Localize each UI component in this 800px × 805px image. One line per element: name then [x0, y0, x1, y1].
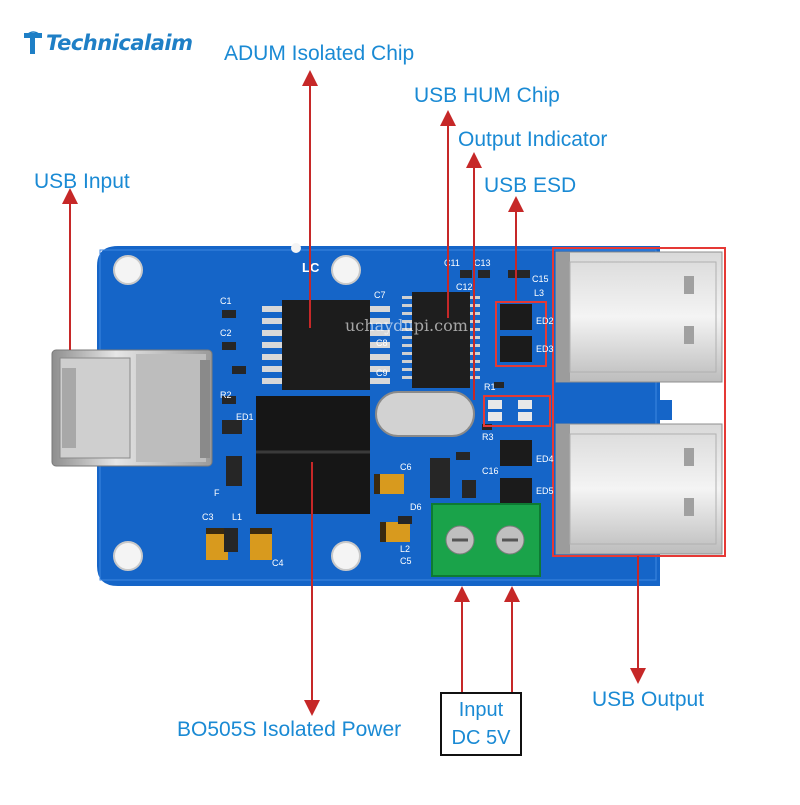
label-usb-input: USB Input	[34, 170, 130, 193]
label-input-dc: Input DC 5V	[440, 692, 522, 756]
silk-d6: D6	[410, 502, 422, 512]
esd-chip	[500, 304, 532, 504]
silk-r3: R3	[482, 432, 494, 442]
mounting-hole	[113, 541, 143, 571]
usb-a-connector-top	[555, 251, 723, 383]
mounting-hole	[291, 243, 301, 253]
silk-c4: C4	[272, 558, 284, 568]
silk-l1: L1	[232, 512, 242, 522]
label-adum-chip: ADUM Isolated Chip	[224, 42, 415, 65]
silk-c3: C3	[202, 512, 214, 522]
label-input-line1: Input	[458, 699, 504, 721]
mounting-hole	[113, 255, 143, 285]
label-usb-esd: USB ESD	[484, 174, 577, 197]
usb-b-connector	[51, 349, 213, 467]
crystal-oscillator	[375, 391, 475, 437]
silk-r1: R1	[484, 382, 496, 392]
silk-ed2: ED2	[536, 316, 554, 326]
label-input-line2: DC 5V	[451, 727, 511, 749]
silk-c16: C16	[482, 466, 499, 476]
silk-l3: L3	[534, 288, 544, 298]
silk-c1: C1	[220, 296, 232, 306]
smd-components	[222, 270, 530, 552]
label-usb-hub-chip: USB HUM Chip	[414, 84, 560, 107]
silk-c11: C11	[444, 258, 460, 268]
callout-arrows	[62, 70, 646, 716]
silk-c6: C6	[400, 462, 412, 472]
esd-highlight-box	[495, 301, 547, 367]
mounting-hole	[331, 255, 361, 285]
label-output-indicator: Output Indicator	[458, 128, 608, 151]
silk-ed1: ED1	[236, 412, 254, 422]
silk-c8: C8	[376, 338, 388, 348]
t-logo-icon	[24, 31, 42, 54]
silk-c15: C15	[532, 274, 549, 284]
dc-screw-terminal	[431, 503, 541, 577]
silk-c5: C5	[400, 556, 412, 566]
indicator-highlight-box	[483, 395, 551, 427]
logo-text: Technicalaim	[46, 31, 193, 55]
watermark-url: uchaydupi.com	[345, 316, 468, 335]
silk-c7: C7	[374, 290, 386, 300]
silk-ed4: ED4	[536, 454, 554, 464]
mounting-hole	[331, 541, 361, 571]
silk-c2: C2	[220, 328, 232, 338]
silk-ed5: ED5	[536, 486, 554, 496]
usb-a-connector-bottom	[555, 423, 723, 555]
silkscreen-labels: LC C1 C2 R2 F C3 L1 C4 C7 C8 C9 C11 C12 …	[202, 258, 554, 568]
label-isolated-power: BO505S Isolated Power	[177, 718, 402, 741]
silk-c13: C13	[474, 258, 491, 268]
silk-c12: C12	[456, 282, 473, 292]
output-indicator-leds	[488, 400, 532, 421]
silk-ed3: ED3	[536, 344, 554, 354]
silk-r2: R2	[220, 390, 232, 400]
adum-chip	[262, 300, 390, 390]
silk-l2: L2	[400, 544, 410, 554]
tantalum-capacitor	[206, 474, 410, 560]
silk-c9: C9	[376, 368, 388, 378]
silk-f: F	[214, 488, 220, 498]
logo: Technicalaim	[22, 28, 193, 58]
label-usb-output: USB Output	[592, 688, 705, 711]
usb-hub-chip	[402, 292, 480, 388]
